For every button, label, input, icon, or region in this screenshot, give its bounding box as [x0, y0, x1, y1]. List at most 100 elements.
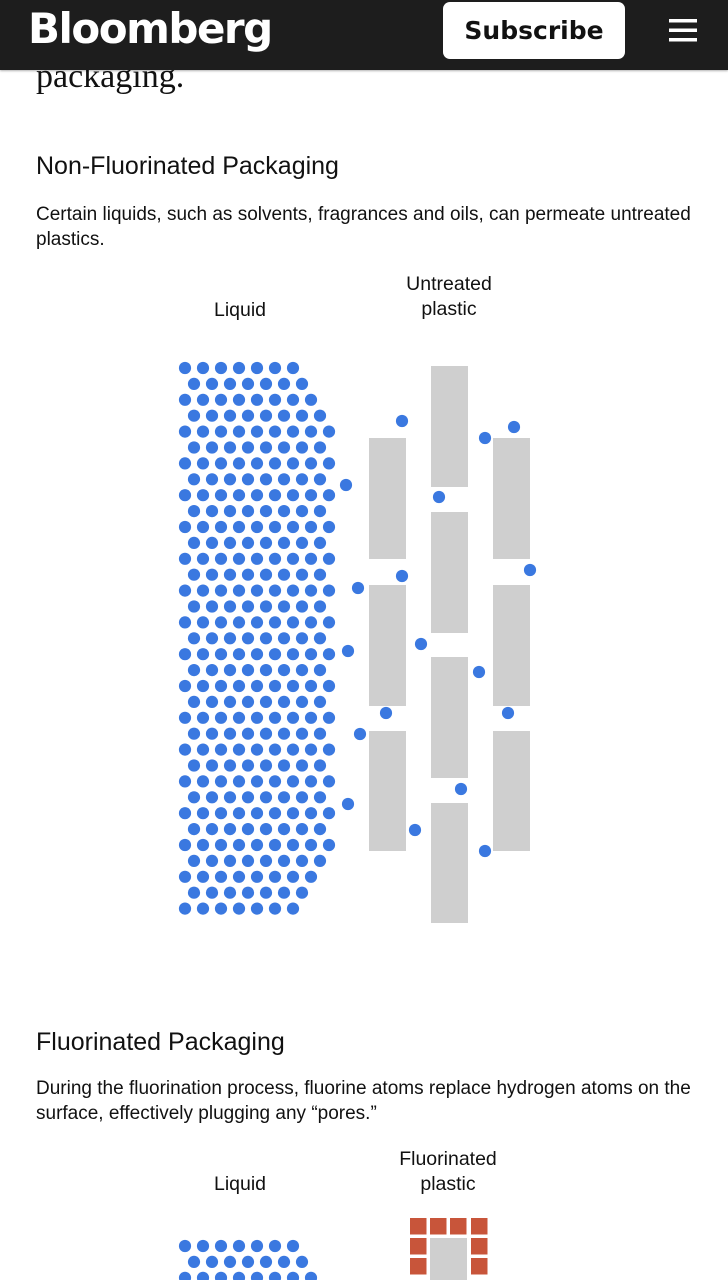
liquid-dot: [304, 775, 318, 788]
liquid-dot: [196, 425, 210, 438]
liquid-dot: [232, 584, 246, 597]
liquid-dot: [223, 1255, 237, 1268]
subscribe-button[interactable]: Subscribe: [443, 2, 625, 59]
liquid-dot: [259, 854, 273, 868]
plastic-label-line1-2: Fluorinated: [399, 1148, 497, 1170]
liquid-dot: [178, 584, 192, 597]
liquid-dot: [178, 616, 192, 629]
plastic-block: [431, 512, 468, 633]
liquid-dot: [178, 393, 192, 406]
liquid-dot: [268, 679, 282, 693]
liquid-dot: [304, 679, 318, 693]
liquid-dot: [223, 441, 237, 454]
liquid-dot: [304, 711, 318, 724]
liquid-dot: [214, 679, 228, 693]
liquid-dot: [223, 600, 237, 613]
liquid-dot: [196, 457, 210, 470]
bloomberg-logo[interactable]: Bloomberg: [28, 4, 273, 53]
liquid-dot: [232, 775, 246, 788]
liquid-dot: [196, 807, 210, 820]
liquid-dot: [304, 393, 318, 406]
liquid-dot: [223, 695, 237, 708]
liquid-dot: [268, 584, 282, 597]
liquid-dot: [178, 520, 192, 534]
liquid-dot: [232, 711, 246, 724]
liquid-dot: [223, 568, 237, 581]
liquid-dot: [232, 1271, 246, 1280]
plastic-block: [369, 585, 406, 706]
liquid-dot: [259, 568, 273, 581]
liquid-dot: [223, 409, 237, 422]
liquid-dot: [268, 648, 282, 661]
liquid-dot: [268, 743, 282, 756]
liquid-dot: [187, 568, 201, 581]
liquid-dot: [250, 648, 264, 661]
liquid-dot: [286, 743, 300, 756]
liquid-dot: [250, 584, 264, 597]
liquid-dot: [322, 679, 336, 693]
liquid-dot: [205, 823, 219, 836]
liquid-dot: [196, 711, 210, 724]
fluorinated-plastic-diagram: [178, 1218, 488, 1280]
liquid-dot: [277, 441, 291, 454]
liquid-dot: [223, 823, 237, 836]
liquid-dot: [178, 361, 192, 375]
liquid-dot: [223, 632, 237, 645]
liquid-dot: [250, 902, 264, 915]
hamburger-menu-icon[interactable]: [666, 16, 700, 46]
liquid-dot: [250, 838, 264, 852]
fluorine-atom: [410, 1258, 427, 1275]
fluorine-atom: [471, 1218, 488, 1235]
liquid-dot: [241, 1255, 255, 1268]
liquid-dot: [304, 743, 318, 756]
fluorine-atom: [471, 1258, 488, 1275]
permeating-dot: [501, 706, 515, 720]
plastic-label-line2: plastic: [421, 298, 477, 320]
liquid-dot: [259, 536, 273, 549]
liquid-dot: [268, 902, 282, 915]
liquid-dot: [313, 823, 327, 836]
liquid-dot: [295, 664, 309, 677]
liquid-dot: [178, 648, 192, 661]
liquid-dot: [286, 679, 300, 693]
liquid-dot: [187, 791, 201, 804]
plastic-block: [431, 803, 468, 923]
non-fluorinated-graphic: Liquid Untreated plastic: [0, 260, 728, 960]
plastic-block: [369, 438, 406, 559]
liquid-dot: [187, 1255, 201, 1268]
liquid-dot: [214, 520, 228, 534]
liquid-dot: [259, 823, 273, 836]
liquid-dot: [304, 648, 318, 661]
liquid-dot: [259, 695, 273, 708]
liquid-dot: [313, 568, 327, 581]
liquid-dot: [268, 489, 282, 502]
liquid-dot: [241, 695, 255, 708]
liquid-dot: [322, 807, 336, 820]
liquid-dot: [322, 711, 336, 724]
liquid-dot: [214, 425, 228, 438]
liquid-dot: [295, 854, 309, 868]
liquid-dot: [196, 743, 210, 756]
liquid-dot: [178, 743, 192, 756]
liquid-dot: [268, 1239, 282, 1253]
liquid-dot: [286, 807, 300, 820]
liquid-dot: [322, 648, 336, 661]
liquid-dot: [241, 791, 255, 804]
liquid-dot: [241, 568, 255, 581]
liquid-dot: [241, 536, 255, 549]
liquid-dot: [196, 775, 210, 788]
liquid-dot: [286, 902, 300, 915]
liquid-dot: [241, 600, 255, 613]
fluorine-atom: [410, 1218, 427, 1235]
liquid-dot: [313, 664, 327, 677]
liquid-dot: [250, 1271, 264, 1280]
liquid-dot: [241, 441, 255, 454]
liquid-dot: [223, 727, 237, 740]
liquid-dot: [196, 520, 210, 534]
liquid-dot: [295, 632, 309, 645]
liquid-dot: [268, 393, 282, 406]
liquid-dot: [196, 393, 210, 406]
permeating-dot: [454, 782, 468, 796]
liquid-dot: [259, 791, 273, 804]
liquid-dot: [187, 727, 201, 740]
